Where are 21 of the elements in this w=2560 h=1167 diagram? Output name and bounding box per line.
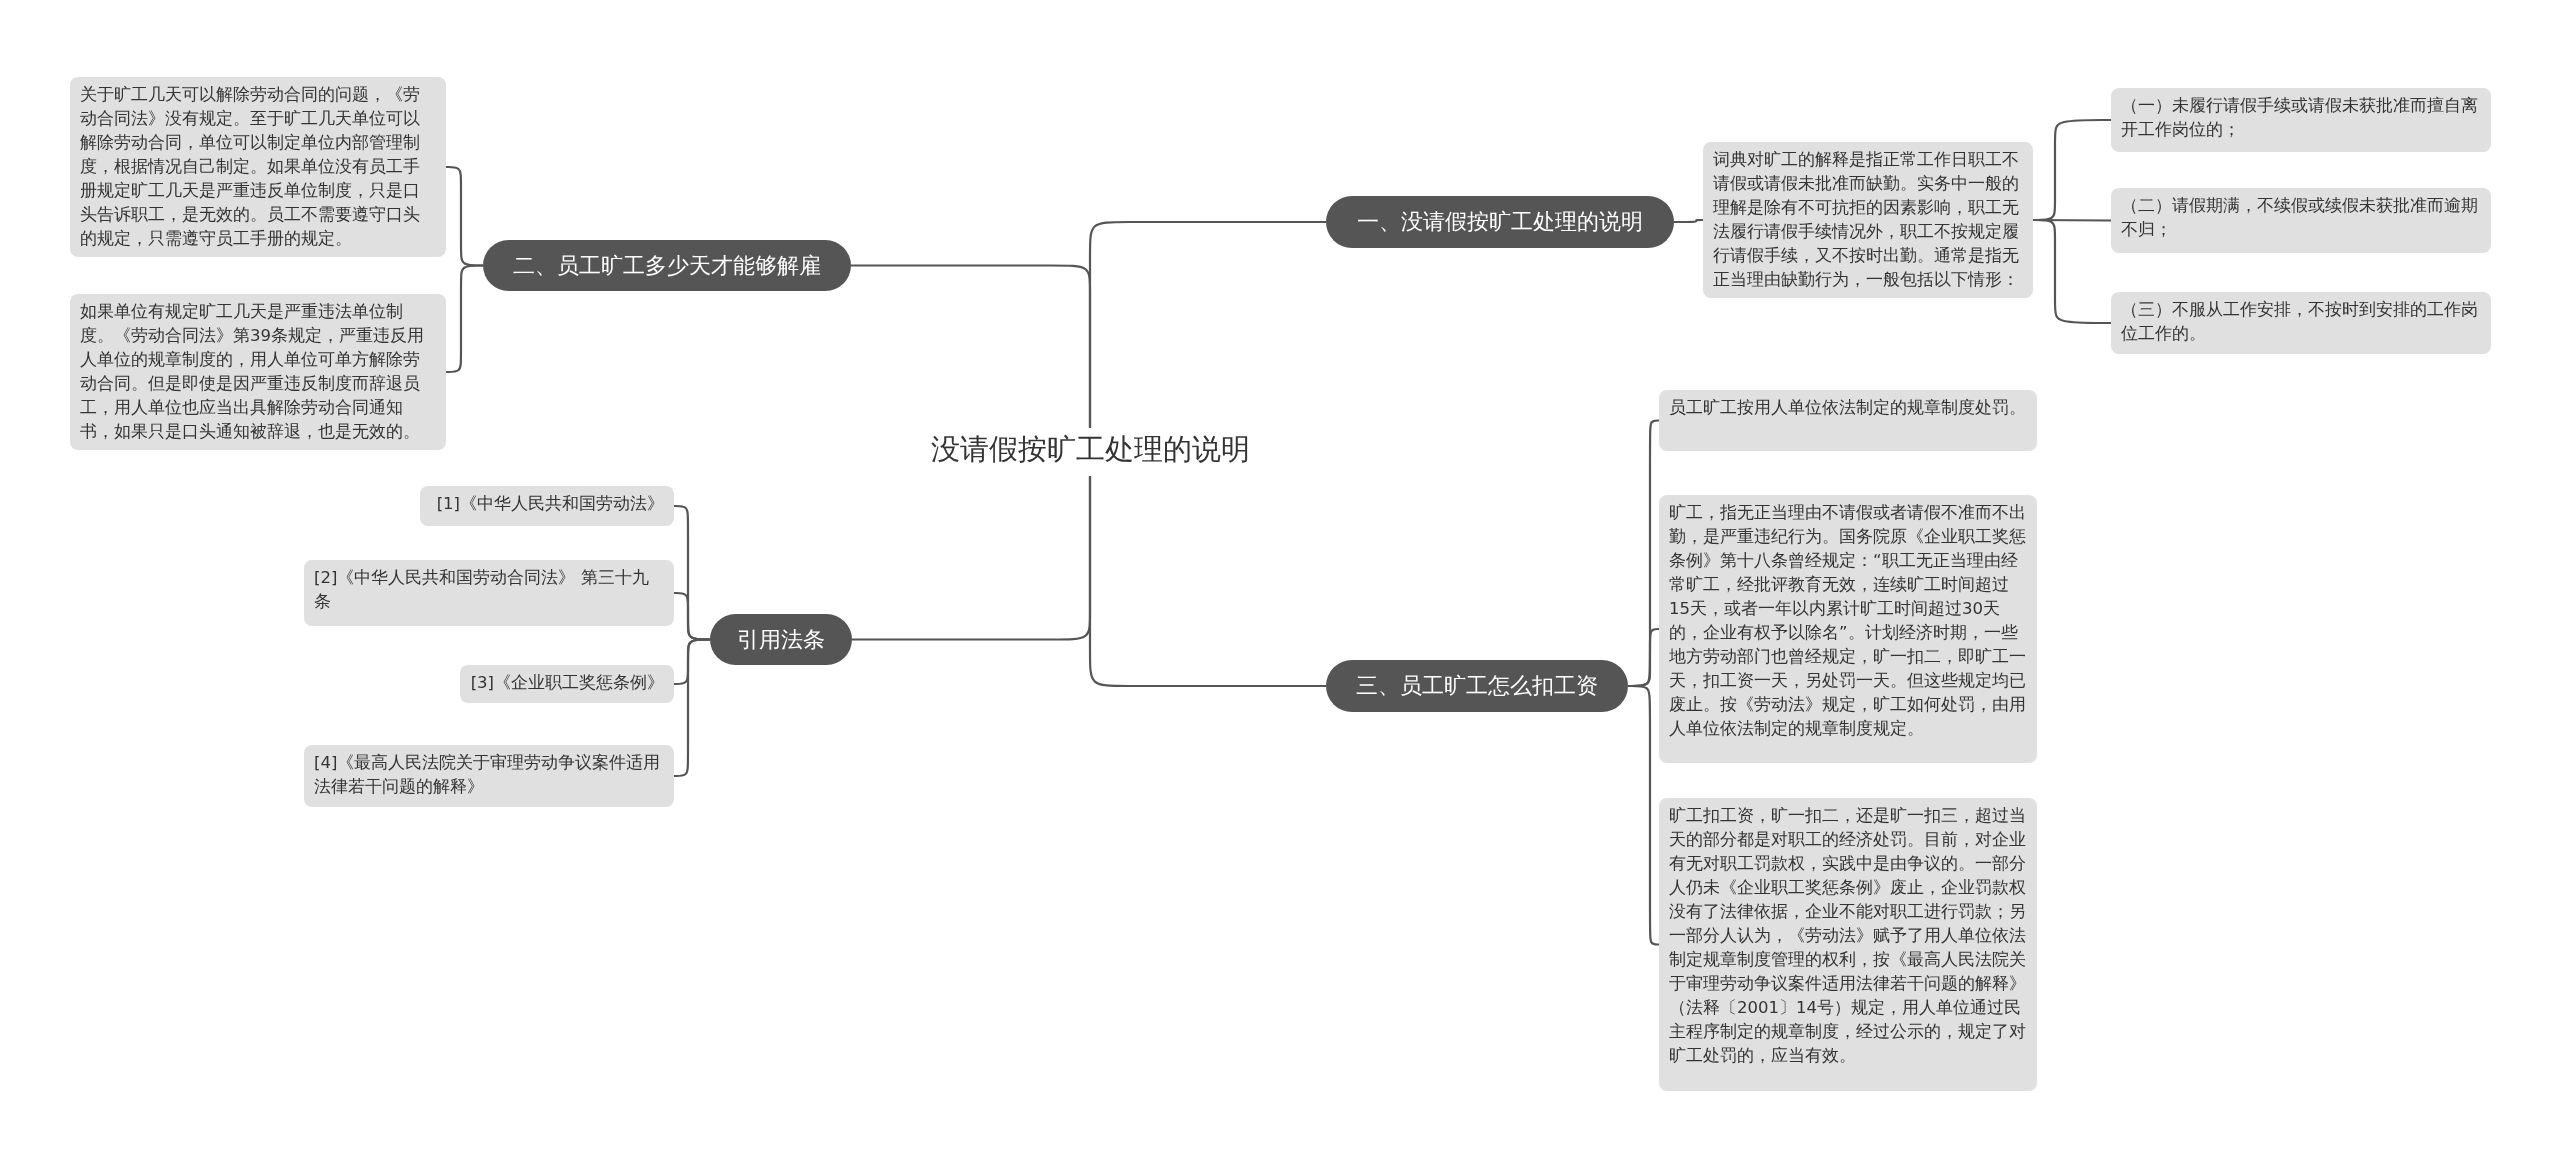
topic-pill: 三、员工旷工怎么扣工资 xyxy=(1326,660,1628,712)
note-card: [1]《中华人民共和国劳动法》 xyxy=(420,486,674,526)
note-card: （一）未履行请假手续或请假未获批准而擅自离开工作岗位的； xyxy=(2111,88,2491,152)
topic-pill: 引用法条 xyxy=(710,614,852,665)
connector-line xyxy=(1088,476,1326,688)
note-card: （二）请假期满，不续假或续假未获批准而逾期不归； xyxy=(2111,188,2491,253)
note-card: [3]《企业职工奖惩条例》 xyxy=(460,665,674,703)
note-card: 旷工扣工资，旷一扣二，还是旷一扣三，超过当天的部分都是对职工的经济处罚。目前，对企业有无对职工罚款权，实践中是由争议的。一部分人仍未《企业职工奖惩条例》废止，企业罚款权没有了法律依据，企业不能对职工进行罚款；另一部分人认为，《劳动法》赋予了用人单位依法制定规章制度管理的权利，按《最高人民法院关于审理劳动争议案件适用法律若干问题的解释》（法释〔2001〕14号）规定，用人单位通过民主程序制定的规章制度，经过公示的，规定了对旷工处罚的，应当有效。 xyxy=(1659,798,2037,1091)
connector-line xyxy=(851,264,1092,428)
note-card: 如果单位有规定旷工几天是严重违法单位制度。《劳动合同法》第39条规定，严重违反用人单位的规章制度的，用人单位可单方解除劳动合同。但是即使是因严重违反制度而辞退员工，用人单位也应当出具解除劳动合同通知书，如果只是口头通知被辞退，也是无效的。 xyxy=(70,294,446,450)
note-card: 旷工，指无正当理由不请假或者请假不准而不出勤，是严重违纪行为。国务院原《企业职工奖惩条例》第十八条曾经规定：“职工无正当理由经常旷工，经批评教育无效，连续旷工时间超过15天，或者一年以内累计旷工时间超过30天的，企业有权予以除名”。计划经济时期，一些地方劳动部门也曾经规定，旷一扣二，即旷工一天，扣工资一天，另处罚一天。但这些规定均已废止。按《劳动法》规定，旷工如何处罚，由用人单位依法制定的规章制度规定。 xyxy=(1659,495,2037,763)
note-card: [2]《中华人民共和国劳动合同法》 第三十九条 xyxy=(304,560,674,626)
central-topic: 没请假按旷工处理的说明 xyxy=(920,430,1260,474)
topic-pill: 二、员工旷工多少天才能够解雇 xyxy=(483,240,851,291)
note-card: 词典对旷工的解释是指正常工作日职工不请假或请假未批准而缺勤。实务中一般的理解是除有不可抗拒的因素影响，职工无法履行请假手续情况外，职工不按规定履行请假手续，又不按时出勤。通常是指无正当理由缺勤行为，一般包括以下情形： xyxy=(1703,142,2033,298)
note-card: [4]《最高人民法院关于审理劳动争议案件适用法律若干问题的解释》 xyxy=(304,745,674,807)
topic-pill: 一、没请假按旷工处理的说明 xyxy=(1326,196,1674,248)
connector-line xyxy=(1674,218,1703,224)
note-card: 关于旷工几天可以解除劳动合同的问题，《劳动合同法》没有规定。至于旷工几天单位可以解除劳动合同，单位可以制定单位内部管理制度，根据情况自己制定。如果单位没有员工手册规定旷工几天是严重违反单位制度，只是口头告诉职工，是无效的。员工不需要遵守口头的规定，只需遵守员工手册的规定。 xyxy=(70,77,446,257)
note-card: 员工旷工按用人单位依法制定的规章制度处罚。 xyxy=(1659,390,2037,451)
note-card: （三）不服从工作安排，不按时到安排的工作岗位工作的。 xyxy=(2111,292,2491,354)
